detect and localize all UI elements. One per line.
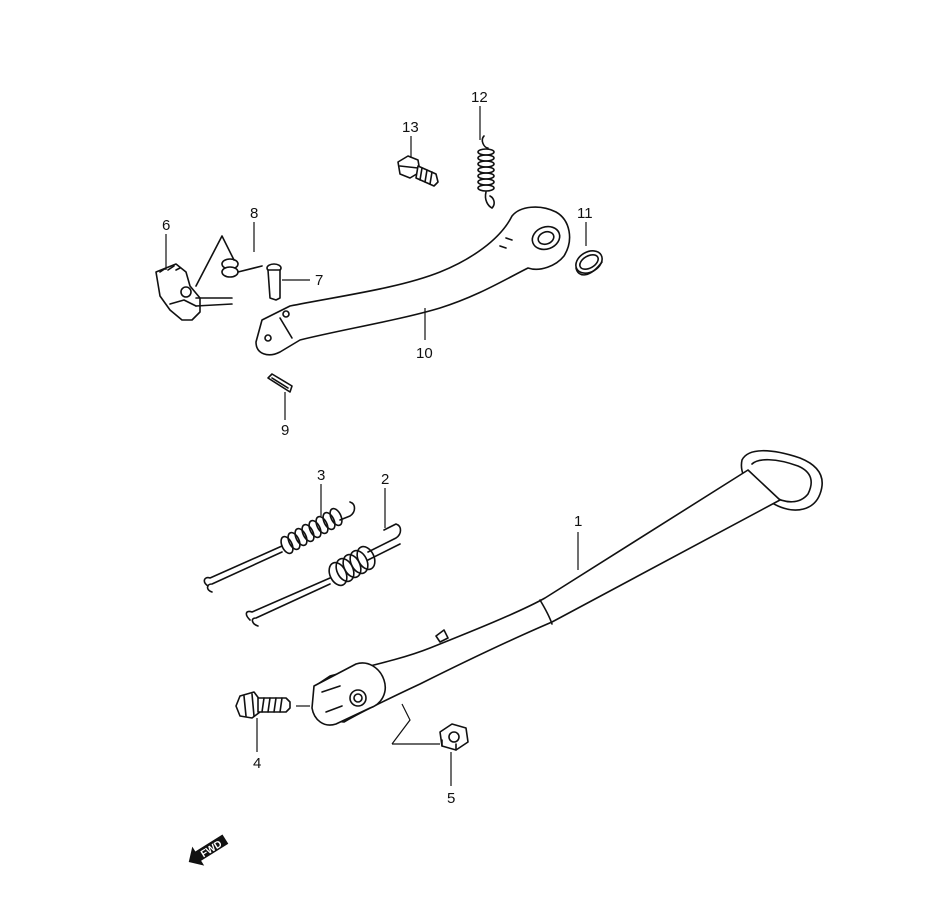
switch-screw xyxy=(195,235,263,287)
callout-10: 10 xyxy=(416,345,433,362)
cotter-pin xyxy=(267,373,293,393)
callout-13: 13 xyxy=(402,119,419,136)
bracket-spring xyxy=(477,135,495,209)
callout-12: 12 xyxy=(471,89,488,106)
bushing-collar xyxy=(575,250,603,276)
callout-3: 3 xyxy=(317,467,325,484)
callout-labels: 1 2 3 4 5 6 7 8 9 10 11 12 13 xyxy=(162,89,593,807)
pivot-bolt xyxy=(235,691,291,719)
callout-8: 8 xyxy=(250,205,258,222)
callout-5: 5 xyxy=(447,790,455,807)
stand-spring-outer xyxy=(245,523,402,627)
spring-2-coils xyxy=(328,545,376,587)
spring-3-coils xyxy=(280,507,343,555)
pivot-pin xyxy=(266,263,282,301)
stand-bracket xyxy=(255,206,571,356)
spring-12-coils xyxy=(477,148,495,192)
callout-2: 2 xyxy=(381,471,389,488)
callout-1: 1 xyxy=(574,513,582,530)
stand-spring-inner xyxy=(203,501,356,593)
callout-4: 4 xyxy=(253,755,261,772)
callout-6: 6 xyxy=(162,217,170,234)
callout-11: 11 xyxy=(577,205,593,222)
fwd-arrow-icon: FWD xyxy=(188,834,229,866)
callout-7: 7 xyxy=(315,272,323,289)
callout-9: 9 xyxy=(281,422,289,439)
flange-bolt xyxy=(397,155,439,187)
stand-switch xyxy=(155,263,233,321)
pivot-nut xyxy=(439,723,469,751)
leader-lines xyxy=(165,106,587,786)
side-stand-leg xyxy=(311,449,824,726)
